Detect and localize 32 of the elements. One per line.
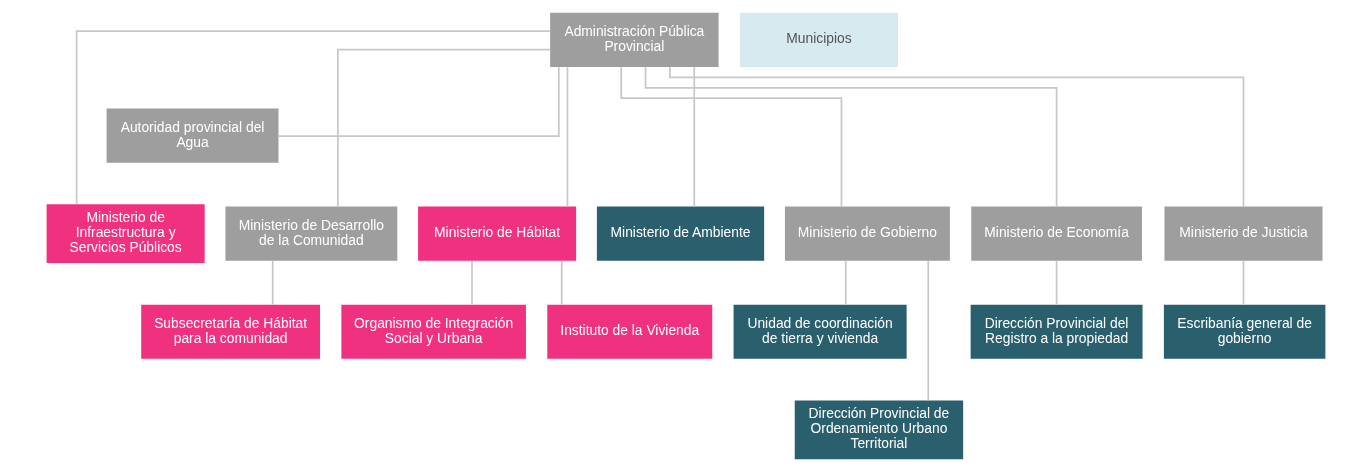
node-box: Dirección Provincial del Registro a la propiedad (970, 304, 1143, 359)
node-box: Ministerio de Desarrollo de la Comunidad (225, 206, 398, 261)
node-box: Ministerio de Infraestructura y Servicios Públicos (46, 204, 205, 264)
node-box: Municipios (739, 12, 898, 67)
node-box: Instituto de la Vivienda (547, 304, 713, 359)
node-box: Unidad de coordinación de tierra y vivienda (733, 304, 907, 359)
node-box: Ministerio de Hábitat (418, 206, 577, 261)
connector (620, 66, 843, 208)
connector (471, 260, 473, 306)
connector (693, 66, 696, 208)
connector (337, 48, 551, 208)
node-box: Organismo de Integración Social y Urbana (341, 304, 526, 359)
connector (844, 260, 847, 306)
node-box: Ministerio de Gobierno (784, 206, 950, 261)
connector (927, 260, 930, 402)
node-box: Ministerio de Justicia (1164, 206, 1323, 261)
node-box: Ministerio de Economía (971, 206, 1142, 261)
connector (566, 66, 569, 208)
connector (644, 66, 1058, 208)
node-box: Ministerio de Ambiente (596, 206, 765, 261)
connector (669, 66, 1245, 208)
node-box: Administración Pública Provincial (550, 12, 719, 67)
node-box: Escribanía general de gobierno (1163, 304, 1326, 359)
connector (75, 30, 551, 206)
node-box: Dirección Provincial de Ordenamiento Urbano Territorial (794, 400, 964, 460)
node-box: Autoridad provincial del Agua (106, 108, 279, 163)
connector (278, 66, 560, 138)
connector (560, 260, 563, 306)
node-box: Subsecretaría de Hábitat para la comunidad (141, 304, 320, 359)
connector (271, 260, 274, 306)
connector (1242, 260, 1245, 306)
connector (1055, 260, 1058, 306)
